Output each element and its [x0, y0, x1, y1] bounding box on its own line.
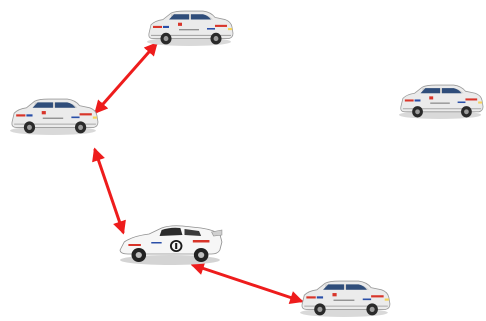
cars-layer: [9, 10, 484, 318]
double-arrow-sedan-left-racecar-center: [92, 147, 126, 235]
race-car-icon: [119, 225, 223, 266]
touring-car-icon: [9, 98, 99, 136]
links-layer: [92, 41, 304, 304]
touring-car-icon: [299, 280, 391, 318]
touring-car-icon: [398, 84, 484, 120]
double-arrow-racecar-center-sedan-bottom: [190, 262, 304, 304]
touring-car-icon: [146, 10, 234, 47]
double-arrow-sedan-left-sedan-top: [94, 41, 158, 115]
